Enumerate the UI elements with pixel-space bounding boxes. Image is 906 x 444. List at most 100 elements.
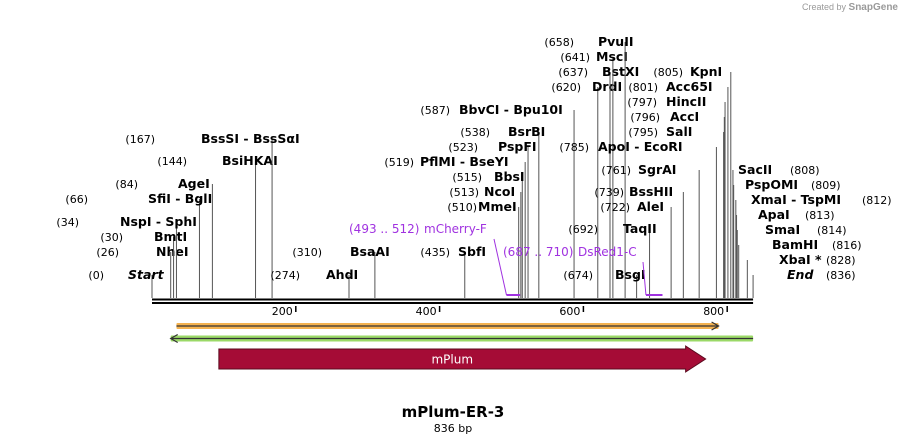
site-enzyme-name: BamHI — [772, 237, 818, 252]
credit-prefix: Created by — [801, 2, 847, 12]
credit-brand: SnapGene — [848, 2, 898, 13]
restriction-site: BsrBI(538) — [460, 124, 545, 298]
restriction-site: SalI(795) — [628, 124, 725, 298]
site-enzyme-name: NcoI — [484, 184, 515, 199]
plasmid-name: mPlum-ER-3 — [401, 403, 505, 421]
site-position: (144) — [157, 155, 187, 168]
site-enzyme-name: BsgI — [615, 267, 646, 282]
site-position: (167) — [125, 133, 155, 146]
site-position: (797) — [627, 96, 657, 109]
restriction-site: BsiHKAI (144) — [157, 153, 278, 298]
site-enzyme-name: PflMI - BseYI — [420, 154, 509, 169]
plasmid-length: 836 bp — [433, 422, 473, 435]
restriction-site: BssHII(739) — [594, 184, 684, 298]
site-position: (812) — [862, 194, 892, 207]
restriction-site: AleI(722) — [600, 199, 672, 298]
restriction-site: ApoI - EcoRI(785) — [559, 139, 717, 298]
site-position: (658) — [544, 36, 574, 49]
restriction-site: AgeI(84) — [115, 176, 213, 298]
site-enzyme-name: DrdI — [592, 79, 622, 94]
site-enzyme-name: ApaI — [758, 207, 790, 222]
site-position: (587) — [420, 104, 450, 117]
site-position: (761) — [601, 164, 631, 177]
restriction-site: NspI - SphI (34) — [56, 214, 197, 298]
site-position: (796) — [630, 111, 660, 124]
site-position: (30) — [100, 231, 123, 244]
restriction-site: MscI (641) — [560, 49, 628, 298]
site-position: (637) — [558, 66, 588, 79]
primer-leader-line — [642, 261, 647, 296]
restriction-site: BsaAI (310) — [292, 244, 390, 298]
restriction-site: DrdI (620) — [551, 79, 622, 298]
site-enzyme-name: NspI - SphI — [120, 214, 197, 229]
site-enzyme-name: BsiHKAI — [222, 153, 278, 168]
site-enzyme-name: XbaI * — [779, 252, 822, 267]
site-position: (641) — [560, 51, 590, 64]
restriction-site: AccI(796) — [630, 109, 725, 298]
restriction-site: End(836) — [752, 267, 856, 298]
site-position: (828) — [826, 254, 856, 267]
restriction-site: Acc65I(801) — [628, 79, 729, 298]
site-position: (620) — [551, 81, 581, 94]
site-enzyme-name: AhdI — [326, 267, 358, 282]
site-enzyme-name: BsrBI — [508, 124, 545, 139]
site-position: (809) — [811, 179, 841, 192]
snapgene-credit: Created by SnapGene — [802, 2, 898, 13]
restriction-site: MmeI(510) — [447, 199, 520, 298]
site-position: (674) — [563, 269, 593, 282]
restriction-site: HincII(797) — [627, 94, 726, 298]
restriction-site: BstXI (637) — [558, 64, 639, 298]
restriction-site: SfiI - BglI(66) — [65, 191, 212, 298]
site-position: (808) — [790, 164, 820, 177]
site-enzyme-name: SalI — [666, 124, 692, 139]
site-enzyme-name: NheI — [156, 244, 189, 259]
site-position: (274) — [270, 269, 300, 282]
feature-arrow-shape — [218, 345, 707, 373]
restriction-site: XbaI * (828) — [746, 252, 856, 298]
restriction-site: PflMI - BseYI (519) — [384, 154, 526, 298]
site-enzyme-name: AleI — [637, 199, 664, 214]
feature-arrowhead — [711, 321, 720, 331]
site-enzyme-name: Acc65I — [666, 79, 713, 94]
site-position: (310) — [292, 246, 322, 259]
restriction-site: AhdI (274) — [270, 267, 358, 298]
site-enzyme-name: SacII — [738, 162, 772, 177]
site-enzyme-name: PspFI — [498, 139, 537, 154]
site-enzyme-name: BsaAI — [350, 244, 390, 259]
site-position: (813) — [805, 209, 835, 222]
site-position: (816) — [832, 239, 862, 252]
site-enzyme-name: KpnI — [690, 64, 722, 79]
restriction-site: BsgI (674) — [563, 267, 646, 298]
site-enzyme-name: TaqII — [623, 221, 657, 236]
primer-range: (493 .. 512) — [349, 222, 419, 236]
site-position: (739) — [594, 186, 624, 199]
site-enzyme-name: BbvCI - Bpu10I — [459, 102, 563, 117]
site-enzyme-name: SfiI - BglI — [148, 191, 212, 206]
feature-thin-arrow — [176, 321, 720, 331]
ruler-tick-label: 200 — [272, 305, 293, 318]
site-enzyme-name: PvuII — [598, 34, 634, 49]
feature-mplum: mPlum — [218, 345, 707, 373]
restriction-site: SgrAI(761) — [601, 162, 700, 298]
feature-arrowhead — [169, 333, 178, 344]
restriction-site: PspOMI(809) — [733, 177, 841, 298]
site-enzyme-name: BstXI — [602, 64, 639, 79]
restriction-site: SacII (808) — [732, 162, 820, 298]
restriction-site: PvuII (658) — [544, 34, 634, 298]
site-enzyme-name: BbsI — [494, 169, 525, 184]
restriction-site: BbsI (515) — [452, 169, 525, 298]
site-position: (785) — [559, 141, 589, 154]
primer-name: DsRed1-C — [578, 245, 637, 259]
site-position: (435) — [420, 246, 450, 259]
restriction-site: BamHI (816) — [738, 237, 862, 298]
restriction-site: XmaI - TspMI (812) — [735, 192, 892, 298]
site-position: (519) — [384, 156, 414, 169]
restriction-site: ApaI (813) — [736, 207, 835, 298]
restriction-site: SbfI(435) — [420, 244, 486, 298]
restriction-site: BbvCI - Bpu10I (587) — [420, 102, 575, 298]
site-position: (515) — [452, 171, 482, 184]
site-enzyme-name: MscI — [596, 49, 628, 64]
site-position: (34) — [56, 216, 79, 229]
site-enzyme-name: XmaI - TspMI — [751, 192, 841, 207]
